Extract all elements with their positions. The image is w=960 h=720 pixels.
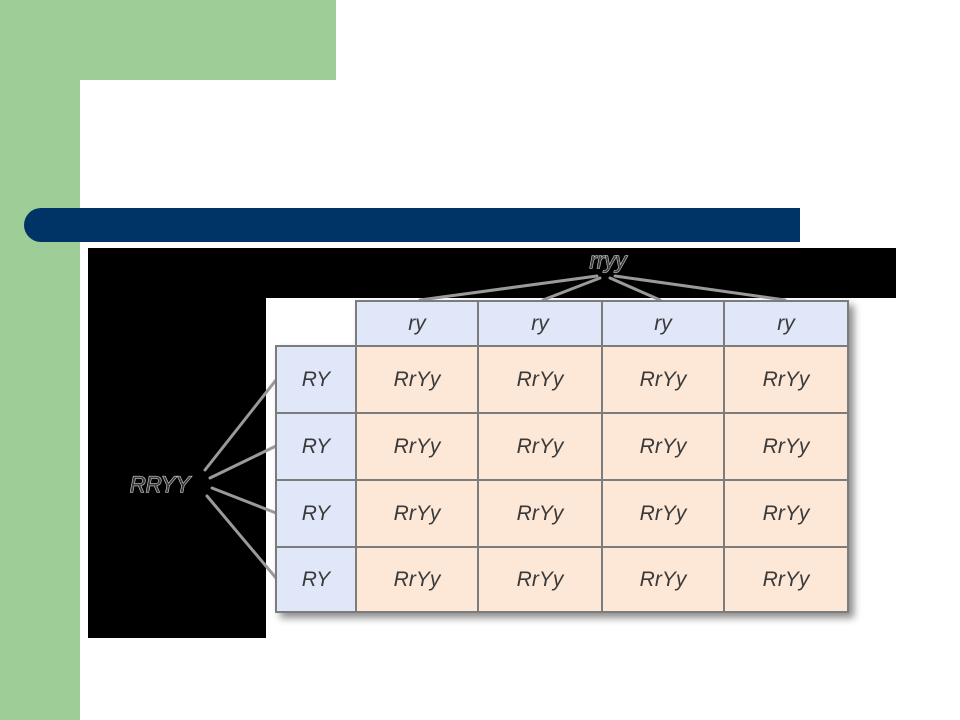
top-gamete-cell [723,300,849,347]
offspring-genotype: RrYy [517,368,565,391]
offspring-genotype: RrYy [517,435,565,458]
parent-genotype-left: RRYY [130,472,192,497]
offspring-cell [355,412,479,481]
offspring-cell [723,345,849,414]
top-gamete-label: ry [654,312,673,335]
offspring-cell [477,546,603,613]
offspring-cell [355,479,479,548]
connector-left-2 [208,444,278,480]
connector-lines [203,274,787,580]
figure-black-background-left [88,248,266,638]
top-gamete-label: ry [408,312,427,335]
offspring-cell [723,412,849,481]
left-gamete-label: RY [302,568,332,591]
left-gamete-label: RY [302,502,332,525]
title-accent-bar [24,208,800,242]
slide-green-left-band [0,0,80,720]
offspring-genotype: RrYy [640,368,688,391]
offspring-cell [477,412,603,481]
top-gamete-label: ry [531,312,550,335]
slide-rounded-corner [80,80,170,170]
offspring-cell [355,546,479,613]
offspring-genotype: RrYy [640,435,688,458]
left-gamete-label: RY [302,435,332,458]
top-gamete-label: ry [777,312,796,335]
offspring-genotype: RrYy [763,568,811,591]
offspring-genotype: RrYy [394,368,442,391]
left-gamete-cell [275,412,357,481]
offspring-genotype: RrYy [394,502,442,525]
connector-top-4 [613,274,787,302]
offspring-genotype: RrYy [640,502,688,525]
offspring-genotype: RrYy [640,568,688,591]
connector-left-4 [205,494,278,580]
offspring-cell [723,546,849,613]
top-gamete-cell [477,300,603,347]
offspring-genotype: RrYy [763,368,811,391]
left-gamete-label: RY [302,368,332,391]
connector-left-3 [210,486,278,515]
parent-genotype-top: rryy [590,248,629,273]
offspring-cell [601,412,725,481]
offspring-cell [601,546,725,613]
connector-top-2 [541,276,602,302]
connector-left-1 [203,378,278,472]
connector-top-3 [608,276,662,302]
offspring-genotype: RrYy [517,568,565,591]
left-gamete-cell [275,546,357,613]
offspring-genotype: RrYy [763,435,811,458]
punnett-grid [275,300,849,613]
offspring-genotype: RrYy [394,435,442,458]
connector-top-1 [418,274,599,302]
offspring-genotype: RrYy [517,502,565,525]
offspring-cell [723,479,849,548]
offspring-genotype: RrYy [394,568,442,591]
offspring-genotype: RrYy [763,502,811,525]
offspring-cell [601,345,725,414]
offspring-cell [477,345,603,414]
